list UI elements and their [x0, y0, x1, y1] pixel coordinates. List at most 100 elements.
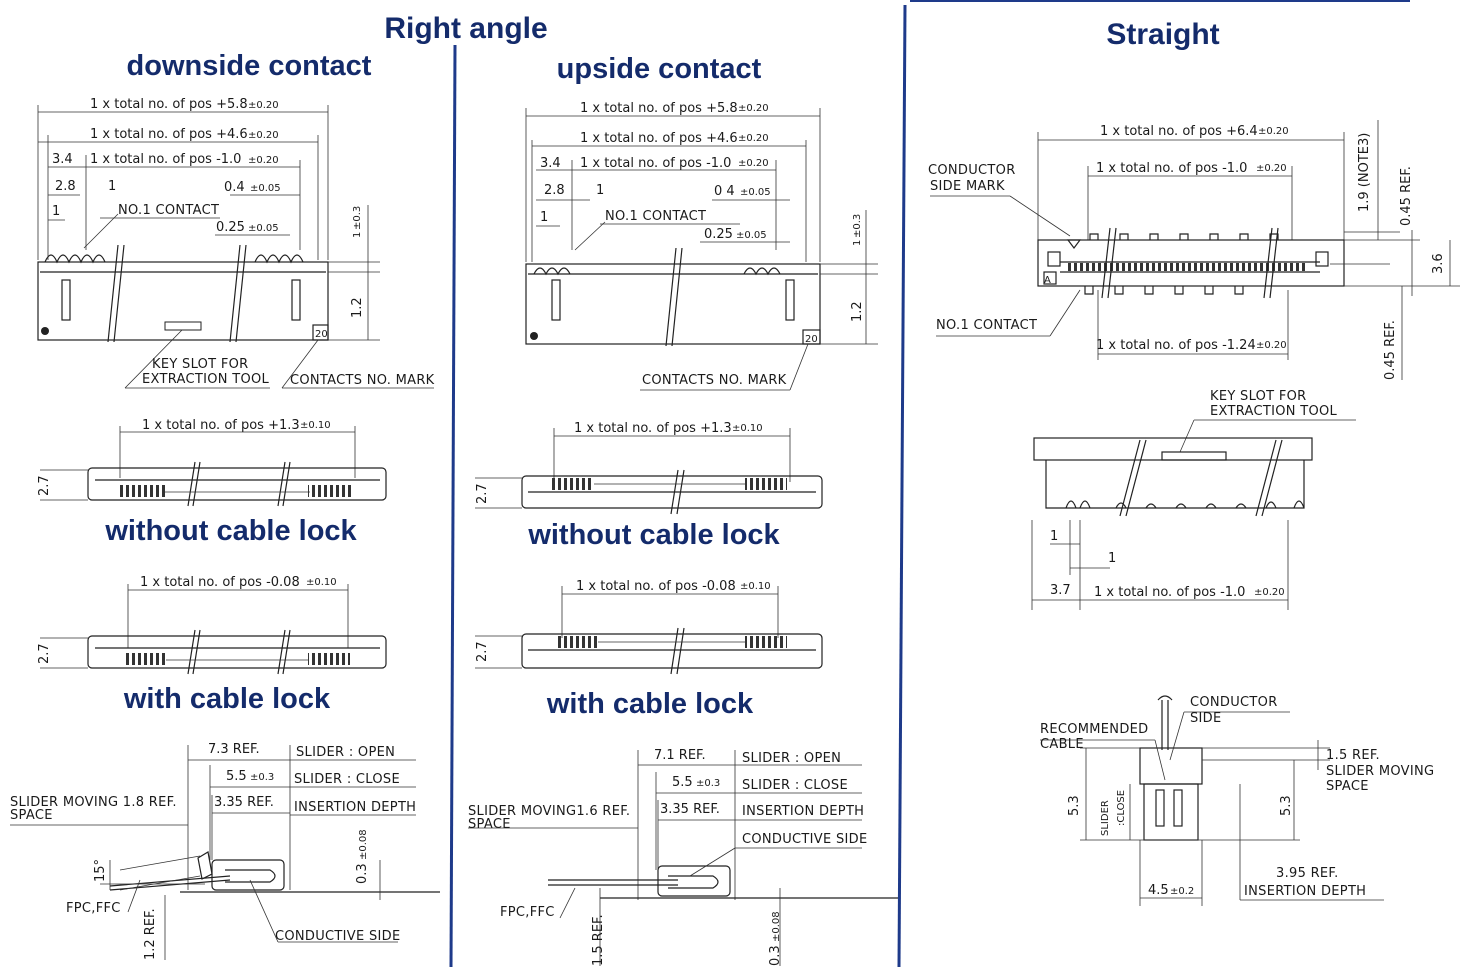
- dim-025: 0.25: [216, 220, 245, 235]
- contacts-no-mark-label: CONTACTS NO. MARK: [290, 373, 435, 388]
- up-h03t: ±0.08: [771, 911, 782, 942]
- without-cable-lock-title-up: without cable lock: [527, 519, 780, 551]
- st-front-1b: 1: [1108, 551, 1116, 566]
- st-front-37: 3.7: [1050, 583, 1071, 598]
- conductive-side-down: CONDUCTIVE SIDE: [275, 929, 400, 944]
- up-dim-t1: ±0.20: [738, 103, 769, 114]
- upside-top-view: [525, 108, 878, 391]
- insertion-depth-down: INSERTION DEPTH: [294, 800, 416, 815]
- h12-ref-down: 1.2 REF.: [143, 908, 158, 960]
- st-insertion-1: 3.95 REF.: [1276, 866, 1339, 881]
- dim-1a: 1: [108, 179, 116, 194]
- dim-1b: 1: [52, 204, 60, 219]
- up-dim-1b: 1: [540, 210, 548, 225]
- up-dim-025: 0.25: [704, 227, 733, 242]
- st-dim-t1: ±0.20: [1258, 126, 1289, 137]
- dim-d1: 1 x total no. of pos +5.8: [90, 97, 248, 112]
- upside-contact-title: upside contact: [557, 53, 762, 85]
- slider-space-down: SPACE: [10, 808, 53, 823]
- st-mark-a: A: [1044, 275, 1051, 286]
- key-slot-label-1: KEY SLOT FOR: [152, 357, 249, 372]
- up-dim-1h: 1: [852, 240, 863, 246]
- dim-t2: ±0.20: [248, 130, 279, 141]
- st-dim-d1: 1 x total no. of pos +6.4: [1100, 124, 1258, 139]
- up-dim-without-lock: 1 x total no. of pos +1.3: [574, 421, 732, 436]
- without-cable-lock-title-down: without cable lock: [104, 515, 357, 547]
- dim-04-tol: ±0.05: [250, 183, 281, 194]
- st-no1-contact-label: NO.1 CONTACT: [936, 318, 1037, 333]
- conductor-side-mark-2: SIDE MARK: [930, 179, 1005, 194]
- st-h53a: 5.3: [1067, 795, 1082, 816]
- st-w45t: ±0.2: [1170, 886, 1194, 897]
- dim-without-lock-down: 1 x total no. of pos +1.3: [142, 418, 300, 433]
- up-no1-contact-label: NO.1 CONTACT: [605, 209, 706, 224]
- st-dim-d2: 1 x total no. of pos -1.0: [1096, 161, 1247, 176]
- contacts-number-20: 20: [315, 329, 328, 340]
- up-dim-with-lock: 1 x total no. of pos -0.08: [576, 579, 736, 594]
- dim-1h: 1: [352, 232, 363, 238]
- downside-slider-view: [10, 745, 440, 960]
- st-slider-1: SLIDER: [1100, 800, 1111, 836]
- downside-without-lock-view: [40, 426, 387, 507]
- st-front-dim: 1 x total no. of pos -1.0: [1094, 585, 1245, 600]
- up-dim-04: 0 4: [714, 184, 735, 199]
- h03t-down: ±0.08: [358, 829, 369, 860]
- with-cable-lock-title-up: with cable lock: [546, 688, 754, 720]
- st-dim-t3: ±0.20: [1256, 340, 1287, 351]
- up-conductive-side: CONDUCTIVE SIDE: [742, 832, 867, 847]
- h-without-lock-down: 2.7: [37, 475, 52, 496]
- up-contacts-no-mark-label: CONTACTS NO. MARK: [642, 373, 787, 388]
- straight-side-view: [1040, 695, 1384, 906]
- slider-r1-down: 7.3 REF.: [208, 742, 260, 757]
- tol-without-lock-down: ±0.10: [300, 420, 331, 431]
- st-front-1a: 1: [1050, 529, 1058, 544]
- dim-with-lock-down: 1 x total no. of pos -0.08: [140, 575, 300, 590]
- tol-with-lock-down: ±0.10: [306, 577, 337, 588]
- up-dim-d2: 1 x total no. of pos +4.6: [580, 131, 738, 146]
- st-cond-side-2: SIDE: [1190, 711, 1222, 726]
- up-dim-t3: ±0.20: [738, 158, 769, 169]
- up-fpc-label: FPC,FFC: [500, 905, 555, 920]
- st-dim-d3: 1 x total no. of pos -1.24: [1096, 338, 1256, 353]
- up-h03: 0.3: [768, 945, 783, 966]
- up-slider-open: SLIDER : OPEN: [742, 751, 841, 766]
- slider-r2-down: 5.5: [226, 769, 247, 784]
- dim-d2: 1 x total no. of pos +4.6: [90, 127, 248, 142]
- h-with-lock-down: 2.7: [37, 643, 52, 664]
- straight-front-view: [1031, 419, 1356, 610]
- angle-15-down: 15°: [93, 859, 108, 882]
- up-dim-34: 3.4: [540, 156, 561, 171]
- up-slider-close: SLIDER : CLOSE: [742, 778, 848, 793]
- with-cable-lock-title-down: with cable lock: [123, 683, 331, 715]
- up-slider-space: SPACE: [468, 817, 511, 832]
- up-tol-without-lock: ±0.10: [732, 423, 763, 434]
- upside-with-lock-view: [475, 586, 823, 675]
- dim-28: 2.8: [55, 179, 76, 194]
- dim-34: 3.4: [52, 152, 73, 167]
- slider-close-down: SLIDER : CLOSE: [294, 772, 400, 787]
- downside-top-view: [37, 105, 434, 389]
- slider-r3-down: 3.35 REF.: [214, 795, 274, 810]
- up-h-with-lock: 2.7: [475, 641, 490, 662]
- dim-t1: ±0.20: [248, 100, 279, 111]
- straight-title: Straight: [1106, 18, 1219, 51]
- fpc-label-down: FPC,FFC: [66, 901, 121, 916]
- upside-without-lock-view: [475, 428, 823, 515]
- dim-04: 0.4: [224, 180, 245, 195]
- st-cond-side-1: CONDUCTOR: [1190, 695, 1278, 710]
- right-angle-title: Right angle: [384, 12, 547, 45]
- st-h36: 3.6: [1431, 253, 1446, 274]
- dim-d3: 1 x total no. of pos -1.0: [90, 152, 241, 167]
- up-dim-28: 2.8: [544, 183, 565, 198]
- up-slider-r2t: ±0.3: [696, 778, 720, 789]
- up-slider-moving: SLIDER MOVING1.6 REF.: [468, 804, 630, 819]
- up-dim-1a: 1: [596, 183, 604, 198]
- dim-t3: ±0.20: [248, 155, 279, 166]
- st-front-tol: ±0.20: [1254, 587, 1285, 598]
- st-key-slot-1: KEY SLOT FOR: [1210, 389, 1307, 404]
- st-slider-space: SPACE: [1326, 779, 1369, 794]
- up-dim-1h-tol: ±0.3: [852, 214, 863, 238]
- divider-left: [449, 44, 457, 967]
- conductor-side-mark-1: CONDUCTOR: [928, 163, 1016, 178]
